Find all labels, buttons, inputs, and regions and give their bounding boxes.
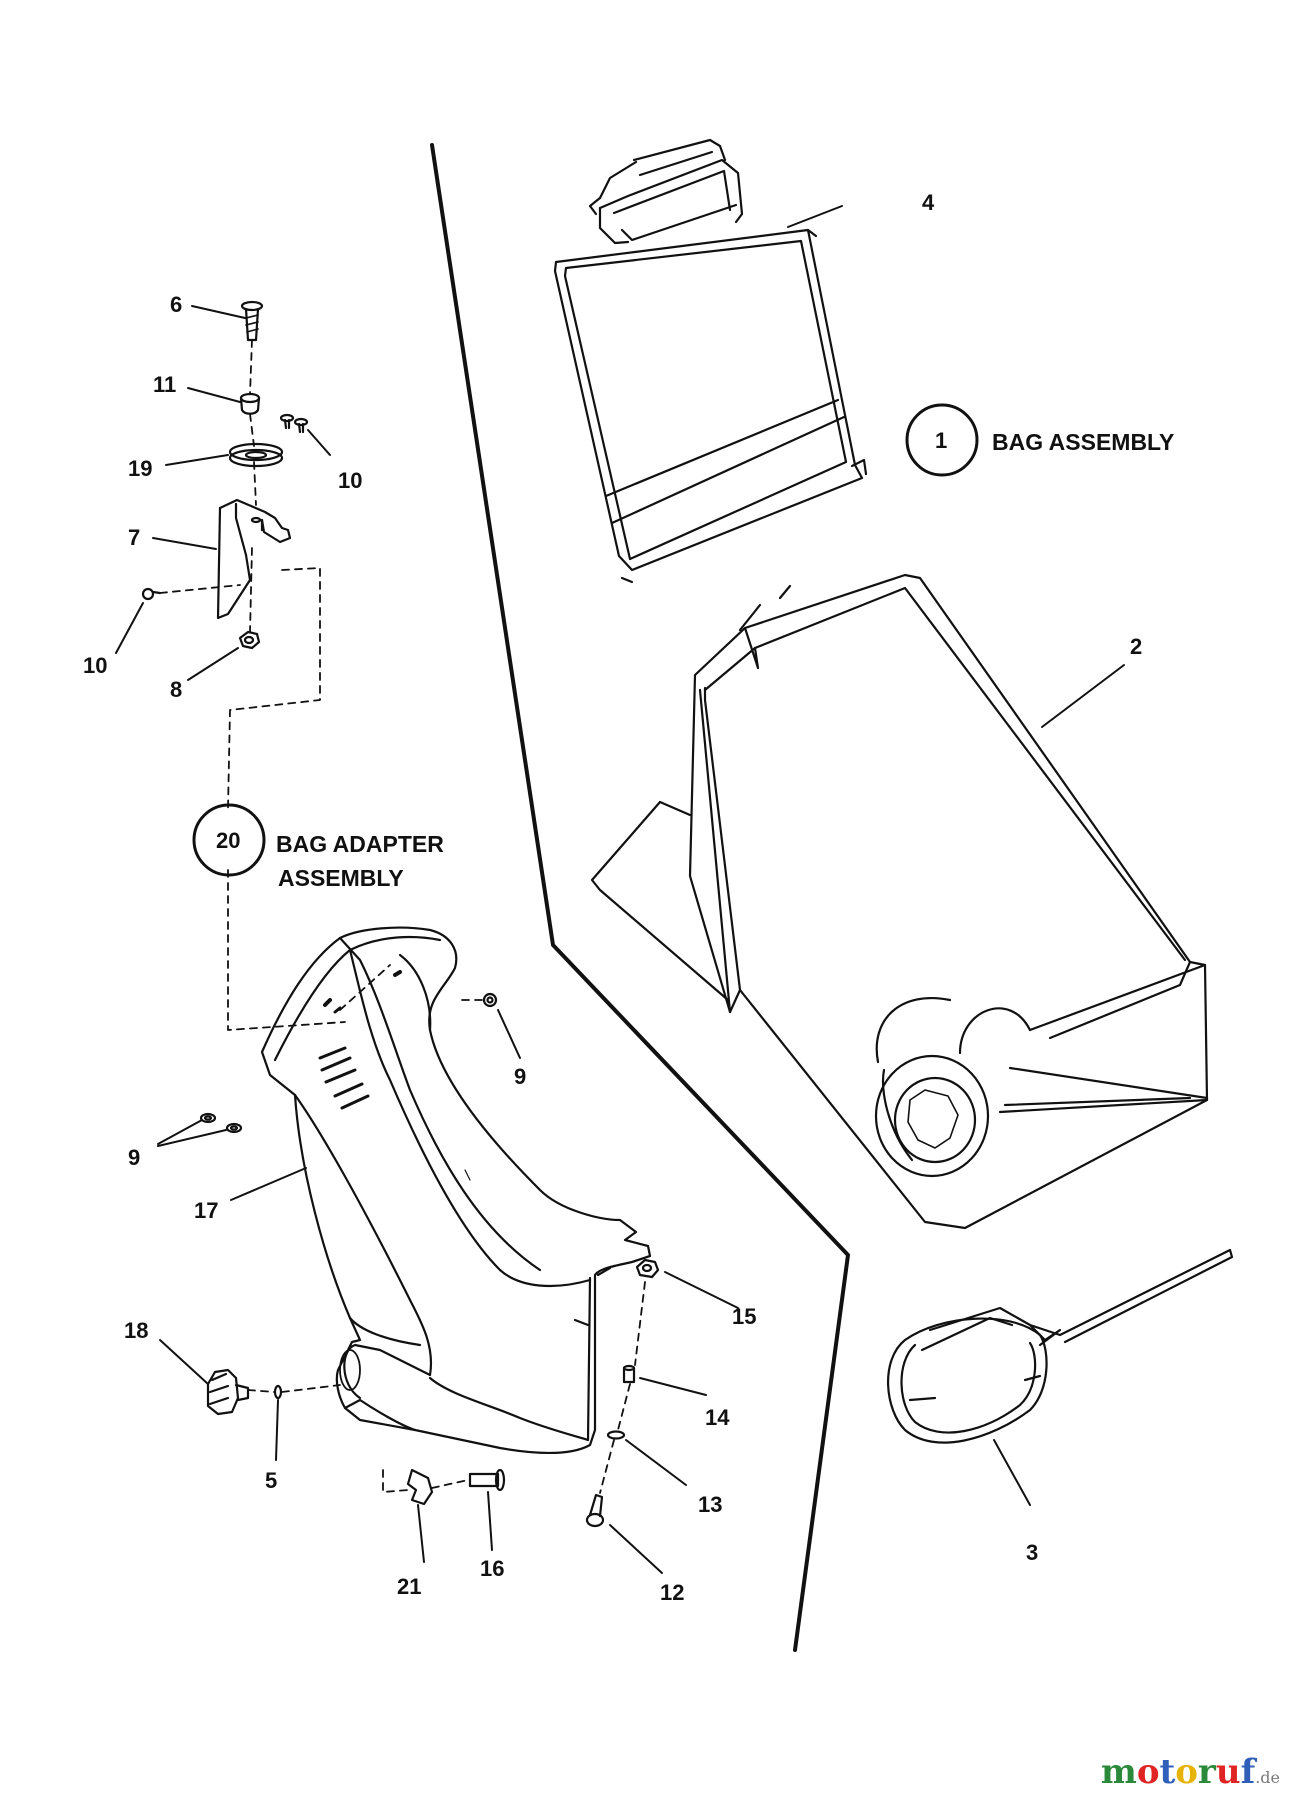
- watermark-suffix: .de: [1255, 1768, 1280, 1787]
- callout-9-right: 9: [514, 1064, 526, 1089]
- callout-circle-1: [905, 403, 979, 477]
- flat-washer-part: [606, 1430, 626, 1440]
- bag-chute-part: [260, 926, 652, 1454]
- watermark-letter: t: [1159, 1752, 1176, 1792]
- screw-part: [240, 300, 264, 342]
- hinge-pin-part: [468, 1468, 506, 1492]
- callout-19: 19: [128, 456, 152, 481]
- bushing-part: [239, 392, 261, 415]
- watermark-letter: o: [1136, 1752, 1160, 1792]
- callout-3: 3: [1026, 1540, 1038, 1565]
- callout-14: 14: [705, 1405, 730, 1430]
- carriage-bolt-part: [585, 1493, 605, 1528]
- knob-part: [206, 1368, 250, 1416]
- watermark-letter: f: [1240, 1752, 1256, 1792]
- bracket-screw-part: [141, 587, 162, 601]
- rivet-nuts-part: [199, 992, 498, 1134]
- spacer-part: [622, 1364, 636, 1384]
- callout-18: 18: [124, 1318, 148, 1343]
- lock-nut-part: [635, 1258, 660, 1279]
- leader-lines: [115, 205, 1125, 1574]
- callout-9-left: 9: [128, 1145, 140, 1170]
- bracket-part: [216, 498, 292, 620]
- chute-decal: [318, 1046, 370, 1110]
- caption-bag-adapter-line1: BAG ADAPTER: [276, 831, 444, 857]
- spring-washer-part: [228, 442, 284, 468]
- bag-handle-part: [886, 1248, 1234, 1444]
- callout-16: 16: [480, 1556, 504, 1581]
- callout-1: 1: [935, 428, 947, 453]
- grass-bag-part: [590, 573, 1209, 1230]
- watermark-letter: o: [1175, 1752, 1198, 1792]
- callout-21: 21: [397, 1574, 421, 1599]
- nut-part: [238, 630, 261, 650]
- watermark-logo: motoruf.de: [1101, 1752, 1280, 1792]
- callout-7: 7: [128, 525, 140, 550]
- watermark-letter: m: [1100, 1752, 1137, 1792]
- callout-17: 17: [194, 1198, 218, 1223]
- washer-part: [273, 1384, 283, 1400]
- caption-bag-assembly: BAG ASSEMBLY: [992, 429, 1174, 455]
- callout-2: 2: [1130, 634, 1142, 659]
- assembly-lines: [159, 339, 646, 1494]
- small-screws-part: [279, 413, 309, 434]
- callout-4: 4: [922, 190, 935, 215]
- watermark-letter: r: [1197, 1752, 1216, 1792]
- caption-bag-adapter-line2: ASSEMBLY: [278, 865, 404, 891]
- bag-frame-part: [553, 138, 868, 584]
- callout-6: 6: [170, 292, 182, 317]
- callout-15: 15: [732, 1304, 756, 1329]
- callout-10-bottom: 10: [83, 653, 107, 678]
- callout-circle-20: [192, 803, 266, 877]
- callout-12: 12: [660, 1580, 684, 1605]
- callout-13: 13: [698, 1492, 722, 1517]
- callout-10-top: 10: [338, 468, 362, 493]
- divider-line: [430, 143, 850, 1652]
- callout-11: 11: [153, 372, 176, 397]
- callout-5: 5: [265, 1468, 277, 1493]
- watermark-letter: u: [1215, 1752, 1241, 1792]
- callout-8: 8: [170, 677, 182, 702]
- callout-20: 20: [216, 828, 240, 853]
- torsion-spring-part: [406, 1468, 434, 1506]
